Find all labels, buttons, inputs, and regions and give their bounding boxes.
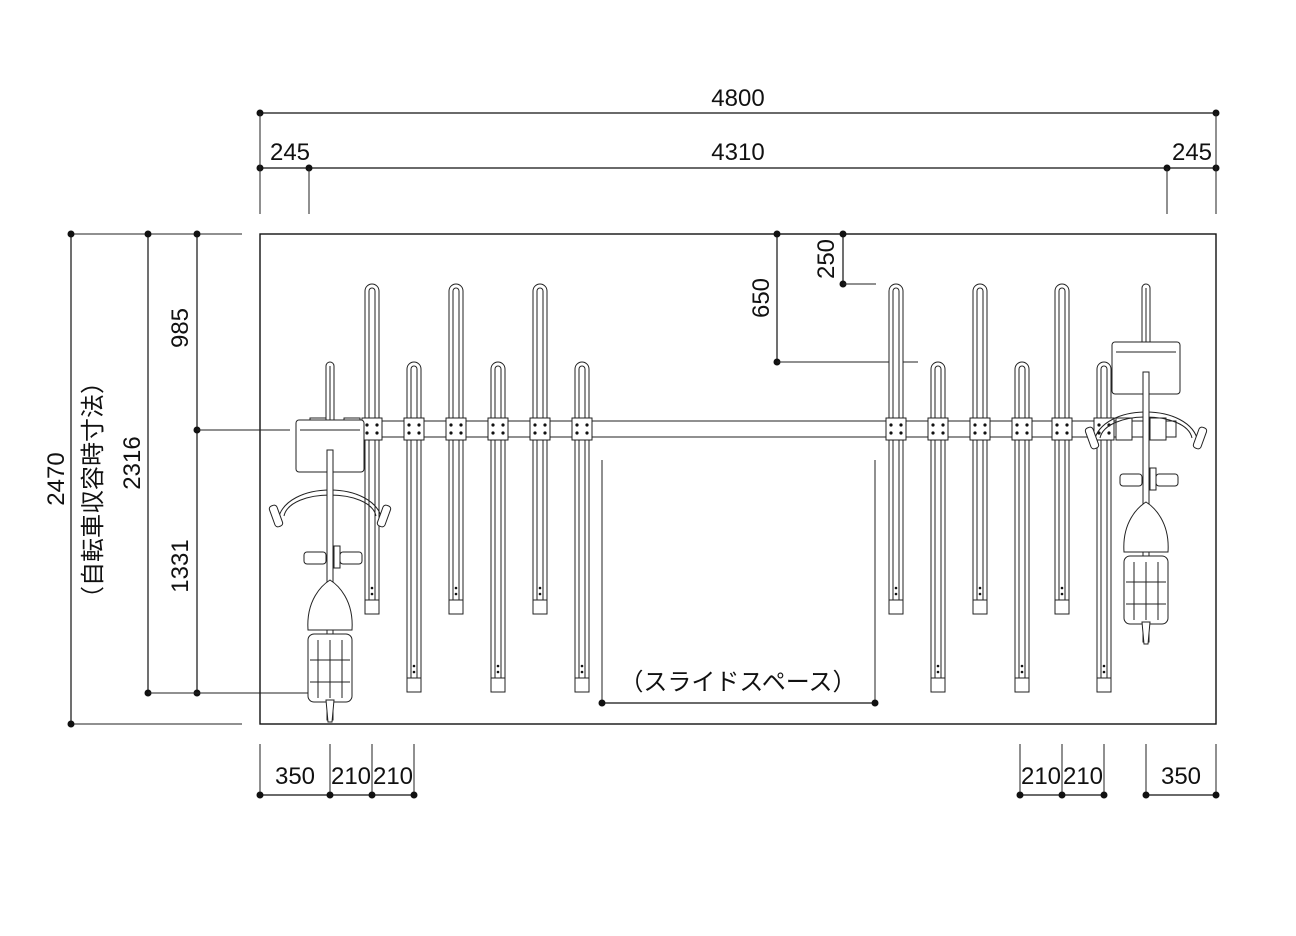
rack-post	[1093, 361, 1115, 693]
rack-beam	[299, 420, 1177, 438]
rack-post	[1051, 283, 1073, 615]
dim-depth-note: （自転車収容時寸法）	[80, 370, 107, 610]
dim-offset-650: 650	[748, 278, 775, 318]
bottom-dimensions: 350 210 210 210 210 350	[256, 744, 1220, 799]
rack-post	[571, 361, 593, 693]
dim-depth-front: 985	[167, 308, 194, 348]
dim-bottom-left-350: 350	[275, 763, 315, 790]
dim-bottom-right-350: 350	[1161, 763, 1201, 790]
beam-clamp	[1149, 417, 1167, 441]
dim-edge-right: 245	[1172, 139, 1212, 166]
dim-bottom-left-210b: 210	[373, 763, 413, 790]
offset-dimensions: 650 250	[748, 230, 918, 366]
rack-post	[1011, 361, 1033, 693]
rack-post	[487, 361, 509, 693]
bicycle-left	[268, 361, 392, 723]
rack-post	[969, 283, 991, 615]
dim-bottom-right-210a: 210	[1021, 763, 1061, 790]
dim-offset-250: 250	[813, 239, 840, 279]
rack-posts	[309, 283, 1167, 693]
dim-edge-left: 245	[270, 139, 310, 166]
dim-depth-rack: 2316	[119, 436, 146, 489]
top-dimensions: 4800 245 4310 245	[256, 85, 1220, 214]
rack-post	[361, 283, 383, 615]
dim-depth-total: 2470	[43, 452, 70, 505]
slide-space-label: （スライドスペース）	[619, 669, 856, 696]
rack-post	[885, 283, 907, 615]
rack-post	[445, 283, 467, 615]
rack-post	[403, 361, 425, 693]
bicycle-right	[1084, 283, 1208, 645]
dim-bottom-right-210b: 210	[1063, 763, 1103, 790]
dim-inner-width: 4310	[711, 139, 764, 166]
dim-overall-width: 4800	[711, 85, 764, 112]
left-dimensions: 2470 （自転車収容時寸法） 2316 985 1331	[43, 230, 312, 728]
footprint-frame	[259, 233, 1217, 725]
slide-space: （スライドスペース）	[598, 460, 879, 707]
rack-post	[529, 283, 551, 615]
rack-post	[927, 361, 949, 693]
beam-clamp	[1115, 417, 1133, 441]
dim-bottom-left-210a: 210	[331, 763, 371, 790]
dim-depth-rear: 1331	[167, 539, 194, 592]
